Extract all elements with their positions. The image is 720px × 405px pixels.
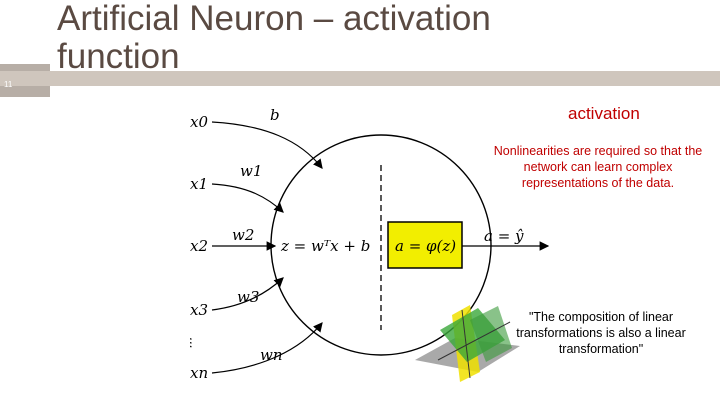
slide-title: Artificial Neuron – activation function [57,0,491,76]
title-band [0,71,720,86]
activation-expression: a = φ(z) [395,237,456,255]
input-arrow-x0 [211,121,323,169]
input-arrow-xn [211,322,323,374]
weight-label-w3: w3 [237,288,259,306]
input-label-x3: x3 [190,301,208,319]
input-label-x2: x2 [190,237,208,255]
weight-label-w2: w2 [232,226,254,244]
weight-label-wn: wn [260,346,283,364]
input-label-x1: x1 [190,175,208,193]
sum-expression: z = wᵀx + b [280,237,370,255]
input-label-x0: x0 [190,113,208,131]
input-arrow-x1 [211,183,284,213]
title-line-2: function [57,37,180,76]
activation-box [387,221,463,269]
input-arrow-x3 [211,277,284,311]
title-line-1: Artificial Neuron – activation [57,0,491,38]
weight-label-b: b [270,106,280,124]
weight-label-w1: w1 [240,162,262,180]
inputs-ellipsis: ... [187,337,201,348]
input-label-xn: xn [190,364,208,382]
linear-composition-quote: "The composition of linear transformatio… [516,310,686,356]
nonlinearity-note: Nonlinearities are required so that the … [493,144,703,190]
planes-illustration [415,305,520,382]
slide-number: 11 [4,80,13,89]
activation-label: activation [568,104,640,123]
output-expression: a = ŷ [484,227,524,245]
